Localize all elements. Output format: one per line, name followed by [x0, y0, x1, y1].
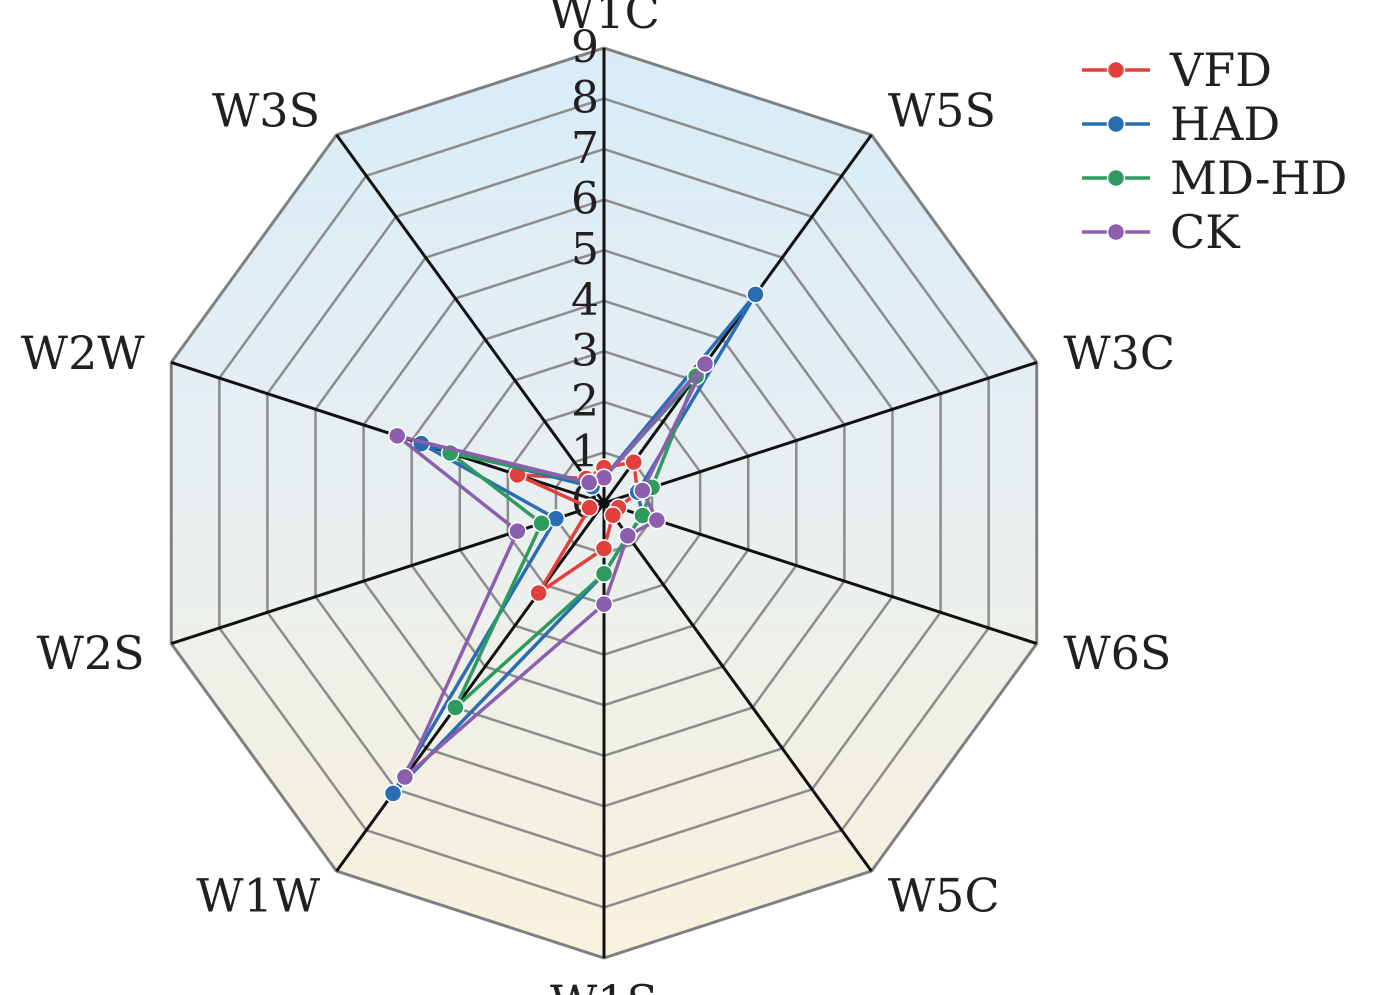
data-point-ck-w1s	[594, 594, 614, 614]
tick-label-1: 1	[571, 426, 599, 477]
tick-label-4: 4	[571, 275, 599, 326]
radial-tick-labels: 0123456789	[571, 22, 599, 528]
axis-label-w6s: W6S	[1063, 626, 1171, 680]
tick-label-2: 2	[571, 376, 599, 427]
axis-label-w2w: W2W	[21, 326, 146, 380]
data-point-md-hd-w2s	[532, 514, 551, 533]
tick-label-9: 9	[571, 22, 599, 73]
axis-spoke-w6s	[603, 501, 1038, 646]
legend-label: HAD	[1170, 97, 1280, 151]
axis-label-w5c: W5C	[888, 868, 1000, 922]
tick-label-5: 5	[571, 224, 599, 275]
data-point-vfd-w2s	[580, 498, 599, 517]
data-point-ck-w2w	[388, 426, 407, 446]
data-point-md-hd-w1w	[446, 698, 465, 717]
axis-spoke-w3s	[335, 134, 606, 504]
axis-spoke-w5s	[602, 134, 873, 504]
tick-label-3: 3	[571, 325, 599, 376]
legend-item-ck: CK	[1082, 205, 1241, 259]
axis-spoke-w5c	[602, 502, 873, 872]
data-series	[383, 285, 765, 803]
legend-label: VFD	[1169, 43, 1272, 97]
data-point-md-hd-w1s	[594, 564, 614, 584]
axis-label-w1w: W1W	[196, 868, 321, 922]
axis-label-w3s: W3S	[212, 84, 320, 138]
data-point-ck-w5s	[695, 354, 715, 374]
data-point-ck-w5c	[618, 526, 638, 545]
legend-item-md-hd: MD-HD	[1082, 151, 1347, 205]
axis-labels: W1C W5S W3C W6S W5C W1S W1W W2S W2W W3S	[21, 0, 1175, 995]
legend-marker	[1106, 114, 1126, 134]
legend-label: MD-HD	[1170, 151, 1347, 205]
data-point-ck-w3c	[633, 481, 652, 500]
legend-marker	[1106, 222, 1126, 242]
data-point-ck-w6s	[647, 510, 667, 530]
axis-spoke-w1w	[335, 502, 606, 872]
legend-marker	[1106, 168, 1126, 188]
axis-label-w2s: W2S	[37, 626, 145, 680]
data-point-vfd-w5c	[603, 506, 623, 525]
legend-item-had: HAD	[1082, 97, 1280, 151]
tick-label-7: 7	[571, 123, 599, 174]
axis-label-w1c: W1C	[548, 0, 660, 39]
data-point-had-w5s	[746, 285, 765, 304]
data-point-ck-w1w	[395, 767, 415, 787]
data-point-had-w1w	[383, 784, 403, 803]
axis-spoke-w2s	[170, 501, 605, 646]
tick-label-6: 6	[571, 174, 599, 225]
chart-axes	[170, 48, 1038, 958]
data-point-vfd-w1w	[529, 583, 548, 603]
axis-label-w5s: W5S	[888, 84, 996, 138]
tick-label-8: 8	[571, 73, 599, 124]
legend-item-vfd: VFD	[1082, 43, 1272, 97]
axis-label-w1s: W1S	[550, 975, 658, 995]
legend-marker	[1106, 60, 1126, 80]
legend-label: CK	[1170, 205, 1241, 259]
axis-label-w3c: W3C	[1063, 326, 1175, 380]
series-ck	[388, 354, 715, 787]
data-point-vfd-w1s	[594, 539, 614, 558]
data-point-vfd-w5s	[624, 452, 643, 472]
data-point-ck-w3s	[579, 473, 599, 492]
data-point-ck-w2s	[508, 521, 527, 541]
axis-spoke-w3c	[603, 360, 1038, 505]
